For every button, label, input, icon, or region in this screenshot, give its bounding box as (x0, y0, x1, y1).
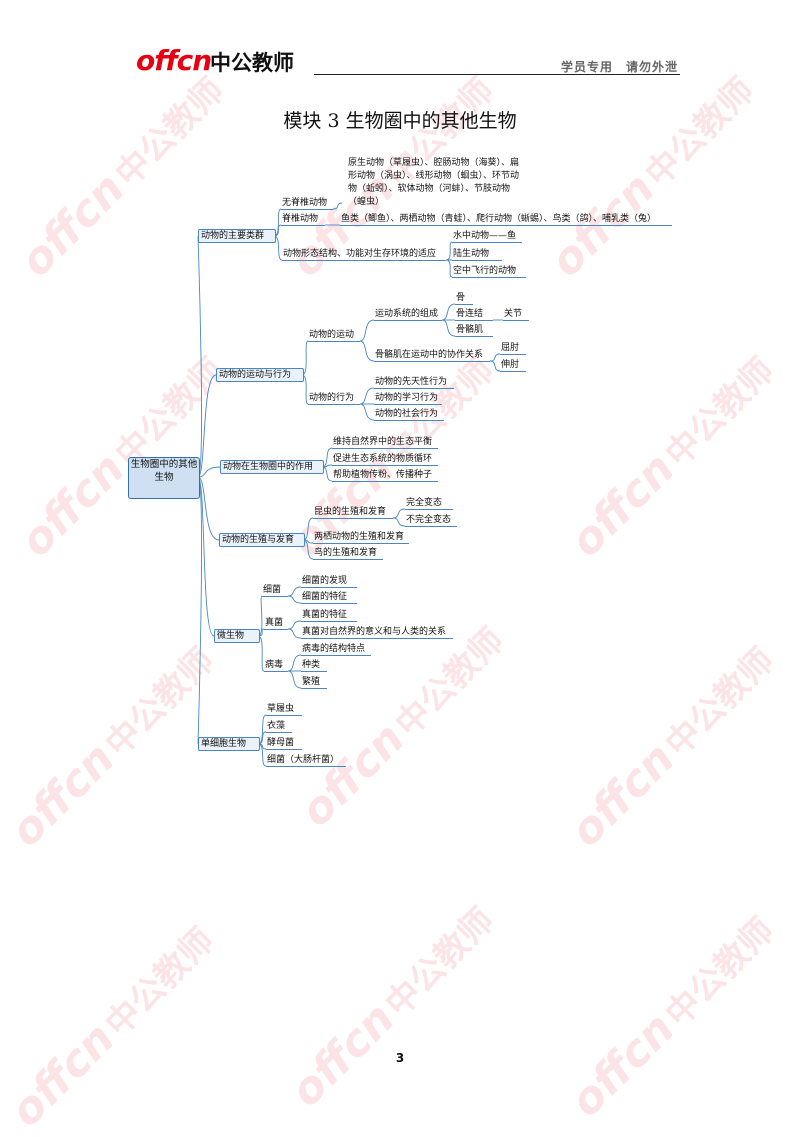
mindmap-node: 无脊椎动物 (281, 197, 333, 210)
mindmap-node: 骨连结 (455, 308, 493, 321)
mindmap-node: 屈肘 (500, 342, 526, 355)
mindmap-node: 细菌 (262, 584, 288, 597)
mindmap-node: 水中动物——鱼 (452, 230, 522, 243)
mindmap-node: 动物的社会行为 (374, 408, 444, 421)
connector-line (392, 508, 406, 519)
mindmap-node: 动物的学习行为 (374, 392, 442, 405)
page-header: offcn 中公教师 学员专用 请勿外泄 (136, 44, 680, 80)
connector-line (287, 654, 302, 672)
mindmap-node: 维持自然界中的生态平衡 (332, 436, 438, 449)
offcn-logo-cn: 中公教师 (210, 51, 294, 75)
mindmap-node: 骨骼肌 (455, 324, 493, 337)
connector-line (197, 476, 215, 637)
mindmap-node: 真菌对自然界的意义和与人类的关系 (301, 626, 453, 639)
mindmap-root: 生物圈中的其他生物 (128, 457, 200, 499)
mindmap-node: 不完全变态 (405, 514, 457, 527)
mindmap-node: 细菌的发现 (301, 575, 357, 588)
connector-line (197, 466, 221, 478)
connector-line (287, 628, 302, 639)
page-number: 3 (395, 1051, 405, 1065)
mindmap-node: 关节 (503, 308, 529, 321)
connector-line (287, 670, 302, 689)
connector-line (287, 620, 302, 630)
connector-line (197, 476, 220, 541)
mindmap-node: 原生动物（草履虫）、腔肠动物（海葵）、扁形动物（涡虫）、线形动物（蛔虫）、环节动… (348, 158, 520, 207)
mindmap-node: 运动系统的组成 (374, 308, 442, 321)
header-note: 学员专用 请勿外泄 (560, 60, 678, 74)
mindmap-node: 真菌的特征 (301, 609, 357, 622)
mindmap-branch: 动物的主要类群 (198, 229, 276, 243)
mindmap-node: 衣藻 (266, 720, 292, 733)
mindmap-node: 鱼类（鲫鱼）、两栖动物（青蛙）、爬行动物（蜥蜴）、鸟类（鸽）、哺乳类（兔） (340, 213, 672, 226)
mindmap-node: 动物的先天性行为 (374, 376, 454, 389)
mindmap-node: 骨 (455, 292, 473, 305)
connector-line (197, 476, 202, 745)
connector-line (359, 340, 375, 362)
mindmap-node: 两栖动物的生殖和发育 (313, 531, 409, 544)
mindmap-node: 陆生动物 (452, 248, 502, 261)
mindmap-node: 细菌的特征 (301, 591, 357, 604)
mindmap-branch: 动物的运动与行为 (216, 368, 304, 382)
mindmap-node: 完全变态 (405, 497, 453, 510)
mindmap-branch: 动物在生物圈中的作用 (220, 460, 324, 474)
connector-line (287, 586, 302, 597)
mindmap-node: 病毒 (264, 659, 288, 672)
mindmap-node: 促进生态系统的物质循环 (332, 453, 438, 466)
mindmap-branch: 微生物 (214, 629, 260, 643)
mindmap-node: 动物的行为 (308, 392, 360, 405)
offcn-logo: offcn (136, 44, 212, 77)
mindmap-node: 草履虫 (266, 703, 302, 716)
mindmap-node: 昆虫的生殖和发育 (313, 506, 393, 519)
connector-line (441, 303, 456, 321)
mindmap-node: 繁殖 (301, 676, 327, 689)
mindmap-branch: 单细胞生物 (198, 737, 260, 751)
connector-line (332, 202, 343, 210)
connector-line (359, 319, 375, 342)
mindmap-node: 酵母菌 (266, 737, 302, 750)
connector-line (489, 353, 501, 362)
connector-line (197, 235, 202, 478)
mindmap-node: 鸟的生殖和发育 (313, 547, 383, 560)
connector-line (359, 403, 375, 421)
mindmap-node: 动物形态结构、功能对生存环境的适应 (282, 248, 446, 261)
mindmap-node: 动物的运动 (308, 329, 360, 342)
mindmap-node: 骨骼肌在运动中的协作关系 (374, 349, 490, 362)
mindmap-branch: 动物的生殖与发育 (219, 533, 305, 547)
mindmap-node: 病毒的结构特点 (301, 643, 371, 656)
connector-line (441, 319, 456, 337)
mindmap-node: 种类 (301, 659, 327, 672)
page-title: 模块 3 生物圈中的其他生物 (283, 110, 517, 132)
connector-line (445, 241, 453, 261)
mindmap-node: 脊椎动物 (281, 213, 325, 226)
mindmap-node: 空中飞行的动物 (452, 265, 526, 278)
connector-line (197, 374, 217, 478)
mindmap-node: 帮助植物传粉、传播种子 (332, 469, 438, 482)
header-rule (314, 74, 680, 75)
connector-line (359, 387, 375, 405)
mindmap-node: 真菌 (264, 617, 288, 630)
connector-line (287, 595, 302, 604)
mindmap-node: 细菌（大肠杆菌） (266, 754, 346, 767)
connector-line (445, 259, 453, 278)
mindmap-node: 伸肘 (500, 359, 526, 372)
connector-line (392, 517, 406, 527)
connector-line (489, 360, 501, 372)
